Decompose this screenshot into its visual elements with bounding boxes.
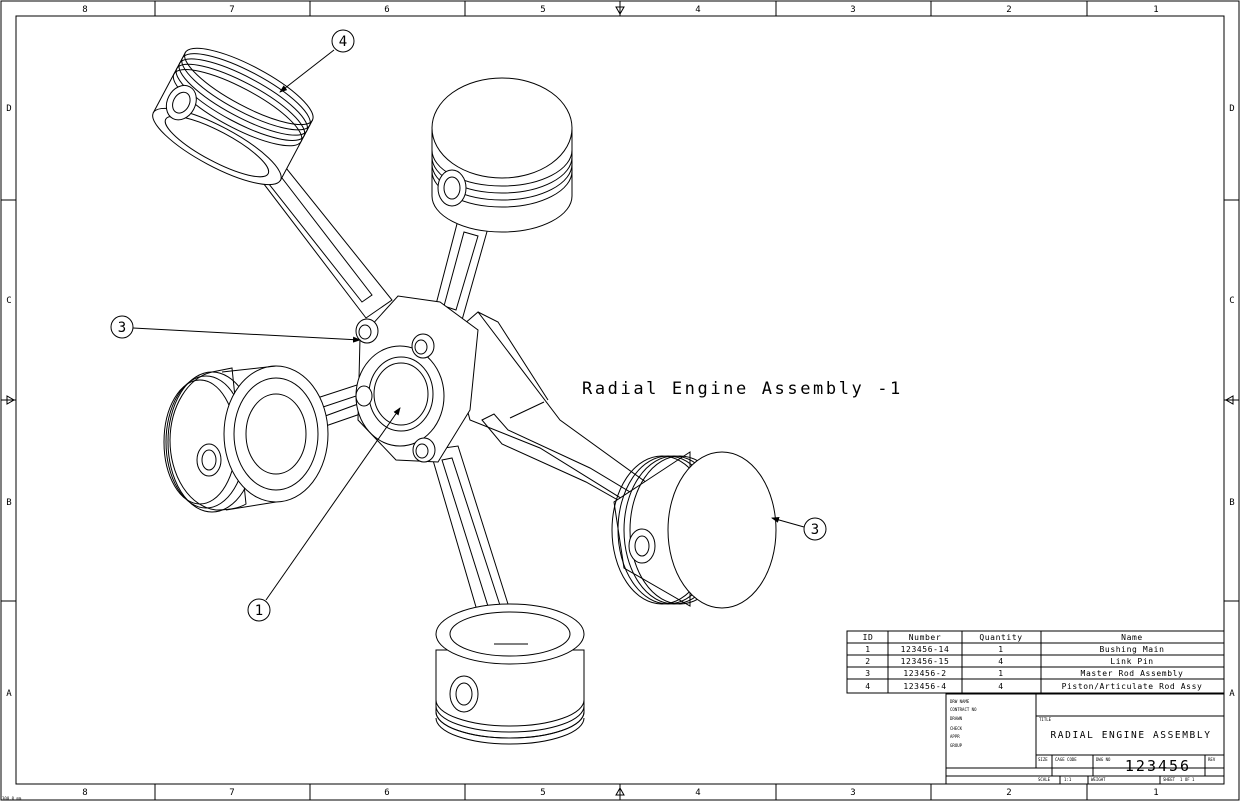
bom-header-id: ID — [863, 633, 874, 642]
bom-cell-quantity: 1 — [998, 669, 1003, 678]
bom-table: ID Number Quantity Name 1 123456-14 1 Bu… — [846, 630, 1225, 694]
cage-label: CAGE CODE — [1055, 757, 1077, 762]
col-label-bottom: 2 — [1006, 788, 1011, 798]
piston-bottom — [435, 603, 585, 745]
row-label-left: C — [6, 296, 11, 306]
row-label-right: A — [1229, 689, 1235, 699]
balloon-label: 4 — [339, 34, 347, 50]
sig-label: CONTRACT NO — [950, 707, 977, 712]
balloon-label: 1 — [255, 603, 263, 619]
bom-header-name: Name — [1121, 633, 1143, 642]
balloon-label: 3 — [811, 522, 819, 538]
bom-cell-quantity: 4 — [998, 657, 1003, 666]
sheet-label: SHEET — [1163, 777, 1176, 782]
scale-value: 1:1 — [1064, 777, 1072, 782]
col-label-bottom: 4 — [695, 788, 700, 798]
bom-cell-id: 1 — [865, 645, 870, 654]
bom-cell-quantity: 1 — [998, 645, 1003, 654]
balloon-circle — [247, 598, 271, 622]
bom-cell-number: 123456-15 — [901, 657, 950, 666]
row-label-right: C — [1229, 296, 1234, 306]
bom-cell-number: 123456-14 — [901, 645, 950, 654]
row-label-left: D — [6, 104, 11, 114]
row-label-left: B — [6, 498, 11, 508]
sheet-value: 1 OF 1 — [1180, 777, 1195, 782]
bom-cell-id: 3 — [865, 669, 870, 678]
bom-cell-quantity: 4 — [998, 682, 1003, 691]
sig-label: CHECK — [950, 726, 963, 731]
bom-cell-id: 2 — [865, 657, 870, 666]
col-label-bottom: 5 — [540, 788, 545, 798]
bom-cell-number: 123456-2 — [903, 669, 946, 678]
bom-header-number: Number — [909, 633, 942, 642]
scale-note: 300.0 mm — [2, 796, 22, 801]
bom-cell-number: 123456-4 — [903, 682, 946, 691]
leader-line — [265, 407, 401, 601]
col-label-bottom: 6 — [384, 788, 389, 798]
sig-label: APPR — [950, 734, 960, 739]
bom-cell-name: Bushing Main — [1100, 645, 1165, 654]
size-label: SIZE — [1038, 757, 1048, 762]
col-label-top: 5 — [540, 5, 545, 15]
bom-cell-name: Master Rod Assembly — [1081, 669, 1184, 678]
col-label-top: 8 — [82, 5, 87, 15]
col-label-bottom: 3 — [850, 788, 855, 798]
piston-right — [611, 451, 777, 609]
dwg-no-label: DWG NO — [1096, 757, 1111, 762]
zone-labels: 8 7 6 5 4 3 2 1 8 7 6 5 4 3 2 1 D C B A … — [6, 5, 1235, 798]
engine-assembly — [152, 47, 777, 745]
drawing-number: 123456 — [1125, 757, 1191, 775]
bom-cell-name: Link Pin — [1110, 657, 1153, 666]
col-label-bottom: 8 — [82, 788, 87, 798]
col-label-bottom: 7 — [229, 788, 234, 798]
piston-left — [163, 365, 329, 513]
sig-label: GROUP — [950, 743, 963, 748]
drawing-name: RADIAL ENGINE ASSEMBLY — [1050, 730, 1211, 741]
piston-upper-left — [152, 47, 314, 186]
balloons: 4 3 3 1 — [110, 29, 827, 622]
row-label-left: A — [6, 689, 12, 699]
rev-label: REV — [1208, 757, 1216, 762]
balloon-circle — [110, 315, 134, 339]
piston-top — [431, 77, 573, 233]
row-label-right: B — [1229, 498, 1234, 508]
balloon-circle — [803, 517, 827, 541]
col-label-top: 4 — [695, 5, 700, 15]
weight-label: WEIGHT — [1091, 777, 1106, 782]
row-label-right: D — [1229, 104, 1234, 114]
col-label-top: 7 — [229, 5, 234, 15]
title-block: DRW NAME CONTRACT NO DRAWN CHECK APPR GR… — [945, 693, 1225, 785]
master-rod-hub — [355, 295, 479, 463]
col-label-top: 1 — [1153, 5, 1158, 15]
bom-header-quantity: Quantity — [979, 633, 1022, 642]
drawing-title: Radial Engine Assembly -1 — [582, 379, 903, 399]
col-label-top: 3 — [850, 5, 855, 15]
master-rod — [447, 311, 655, 511]
sig-label: DRW NAME — [950, 699, 970, 704]
balloon-circle — [331, 29, 355, 53]
title-label: TITLE — [1039, 717, 1052, 722]
col-label-top: 2 — [1006, 5, 1011, 15]
leader-line — [279, 49, 335, 93]
scale-label: SCALE — [1038, 777, 1051, 782]
balloon-label: 3 — [118, 320, 126, 336]
sig-label: DRAWN — [950, 716, 963, 721]
bom-cell-name: Piston/Articulate Rod Assy — [1062, 682, 1203, 691]
bom-cell-id: 4 — [865, 682, 870, 691]
leader-line — [771, 517, 805, 528]
col-label-top: 6 — [384, 5, 389, 15]
col-label-bottom: 1 — [1153, 788, 1158, 798]
leader-line — [132, 327, 361, 343]
